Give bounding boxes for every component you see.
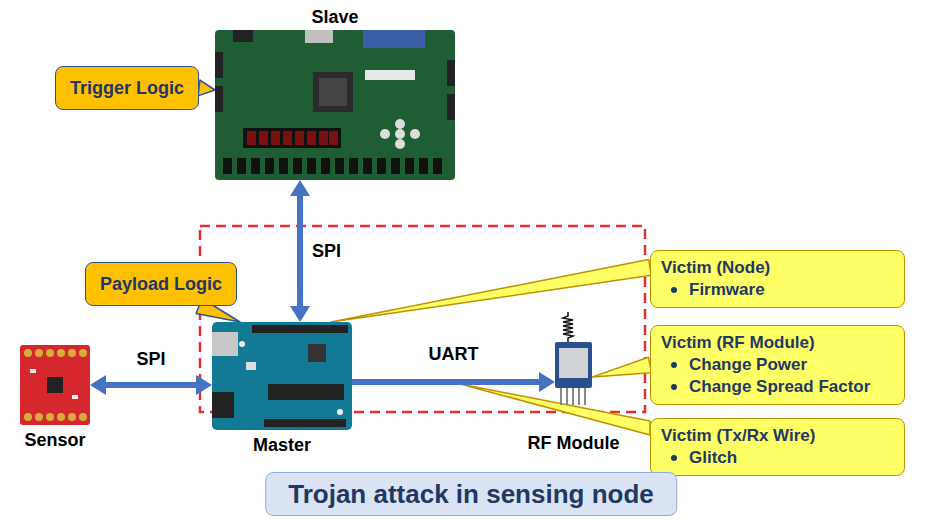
callout-pointer-shape bbox=[592, 357, 652, 377]
trigger-callout: Trigger Logic bbox=[55, 66, 199, 110]
arrowhead bbox=[90, 375, 106, 395]
bullet-row: Change Power bbox=[661, 354, 894, 376]
rf-module-picture bbox=[555, 312, 592, 405]
board-label: RF Module bbox=[528, 432, 620, 454]
connector-line bbox=[352, 379, 541, 385]
victim-callout: Victim (Tx/Rx Wire)Glitch bbox=[650, 418, 905, 476]
bullet-text: Change Spread Factor bbox=[689, 376, 870, 398]
arrowhead bbox=[290, 180, 310, 196]
callout-heading: Victim (Node) bbox=[661, 257, 894, 279]
victim-callout: Victim (RF Module)Change PowerChange Spr… bbox=[650, 325, 905, 405]
caption-box: Trojan attack in sensing node bbox=[265, 472, 677, 516]
connector-line bbox=[104, 382, 198, 388]
connector-arrow bbox=[290, 180, 310, 322]
sensor-board: Sensor bbox=[20, 345, 90, 425]
bullet-dot bbox=[671, 455, 677, 461]
bullet-row: Firmware bbox=[661, 279, 894, 301]
arrowhead bbox=[196, 375, 212, 395]
callout-heading: Victim (RF Module) bbox=[661, 332, 894, 354]
bullet-dot bbox=[671, 384, 677, 390]
edge-label: UART bbox=[427, 343, 481, 365]
payload-callout: Payload Logic bbox=[85, 262, 237, 306]
callout-heading: Victim (Tx/Rx Wire) bbox=[661, 425, 894, 447]
arduino-board-picture bbox=[212, 322, 352, 430]
callout-pointer bbox=[331, 260, 651, 323]
board-label: Slave bbox=[311, 6, 358, 28]
fpga-board: Slave bbox=[215, 30, 455, 180]
bullet-text: Change Power bbox=[689, 354, 807, 376]
bullet-row: Change Spread Factor bbox=[661, 376, 894, 398]
bullet-dot bbox=[671, 362, 677, 368]
board-label: Sensor bbox=[24, 429, 85, 451]
arduino-board: Master bbox=[212, 322, 352, 430]
bullet-text: Firmware bbox=[689, 279, 765, 301]
callout-heading: Trigger Logic bbox=[70, 77, 184, 99]
callout-pointer-shape bbox=[331, 260, 651, 323]
arrowhead bbox=[539, 372, 555, 392]
arrowhead bbox=[290, 306, 310, 322]
fpga-board-picture bbox=[215, 30, 455, 180]
callout-pointer bbox=[198, 80, 215, 96]
board-label: Master bbox=[253, 434, 311, 456]
sensor-board-picture bbox=[20, 345, 90, 425]
connector-arrow bbox=[90, 375, 212, 395]
rf-module: RF Module bbox=[555, 312, 592, 405]
bullet-dot bbox=[671, 287, 677, 293]
connector-arrow bbox=[352, 372, 555, 392]
edge-label: SPI bbox=[310, 240, 343, 262]
callout-pointer-shape bbox=[198, 80, 215, 96]
bullet-text: Glitch bbox=[689, 447, 737, 469]
callout-heading: Payload Logic bbox=[100, 273, 222, 295]
callout-pointer bbox=[460, 384, 650, 435]
edge-label: SPI bbox=[134, 348, 167, 370]
callout-pointer bbox=[592, 357, 652, 377]
victim-callout: Victim (Node)Firmware bbox=[650, 250, 905, 308]
connector-line bbox=[297, 194, 303, 308]
bullet-row: Glitch bbox=[661, 447, 894, 469]
